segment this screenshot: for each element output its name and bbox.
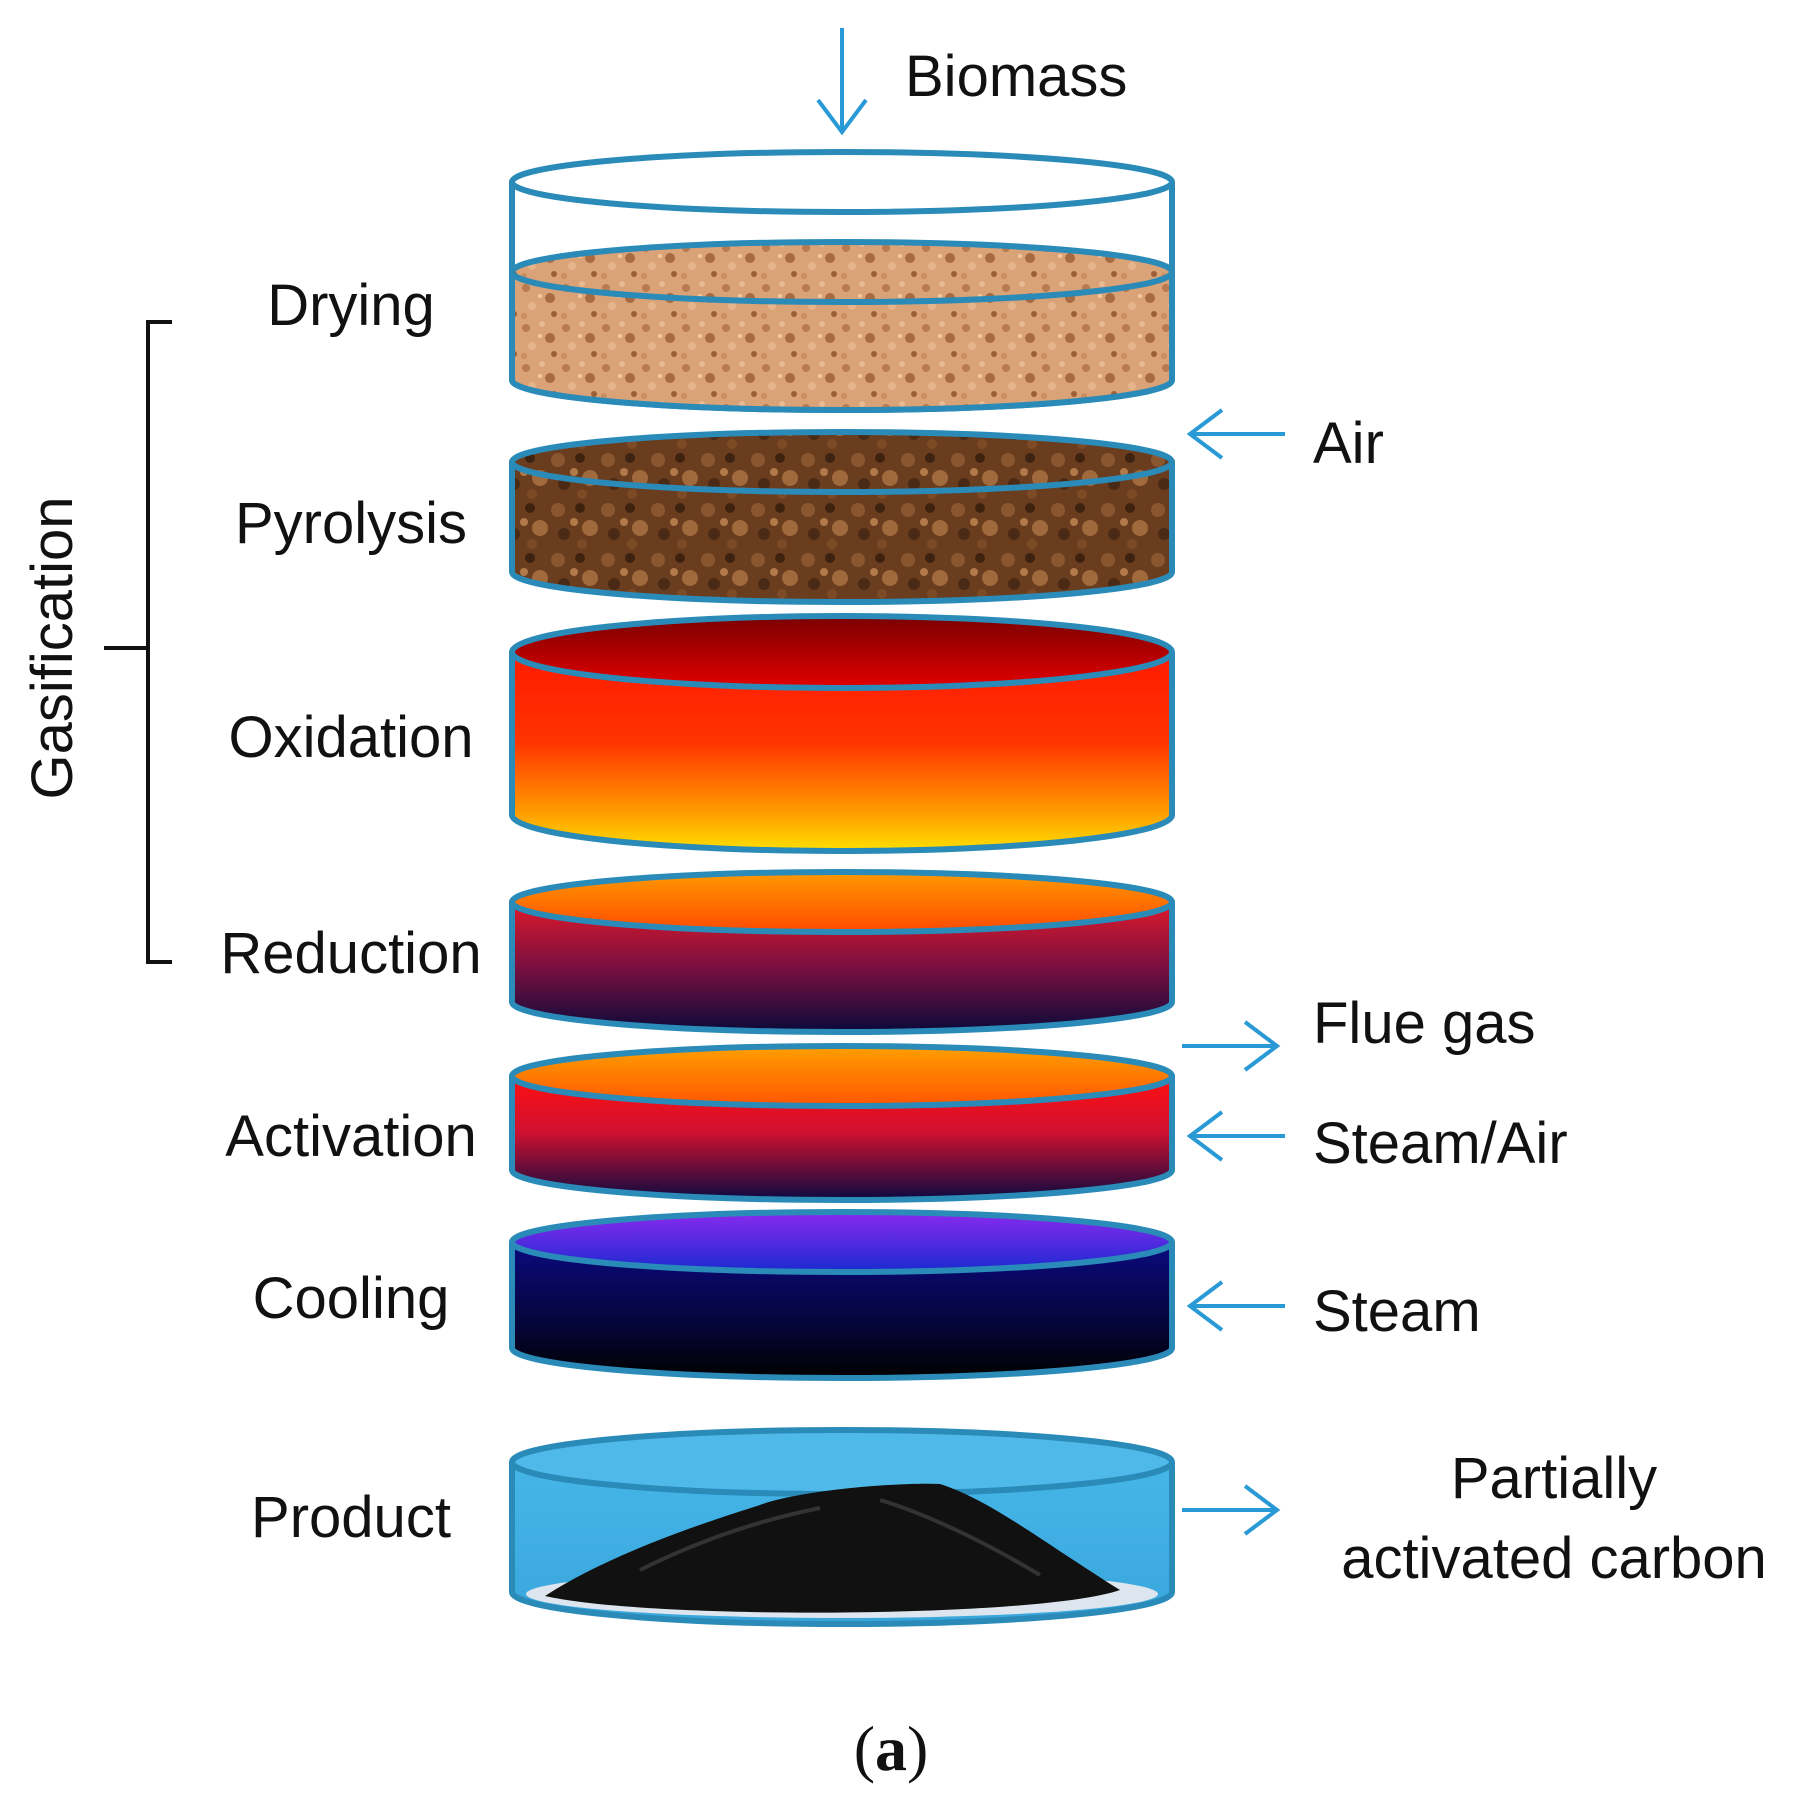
- stage-label-drying: Drying: [267, 273, 435, 338]
- product-label-line2: activated carbon: [1341, 1526, 1767, 1591]
- stage-label-cooling: Cooling: [253, 1266, 450, 1331]
- biomass-label: Biomass: [905, 44, 1127, 109]
- stage-label-activation: Activation: [225, 1104, 476, 1169]
- figure-caption: (a): [854, 1713, 929, 1784]
- stage-label-pyrolysis: Pyrolysis: [235, 491, 467, 556]
- gasification-label: Gasification: [20, 496, 85, 799]
- steam-air-input-arrow: [1186, 1110, 1285, 1162]
- activation-layer: [509, 1043, 1175, 1203]
- reduction-layer: [509, 869, 1175, 1035]
- flue-gas-label: Flue gas: [1313, 991, 1535, 1056]
- cooling-layer: [509, 1209, 1175, 1381]
- steam-air-label: Steam/Air: [1313, 1111, 1568, 1176]
- air-input-arrow: [1186, 408, 1285, 460]
- product-output-arrow: [1182, 1484, 1281, 1536]
- air-label: Air: [1313, 411, 1384, 476]
- steam-label: Steam: [1313, 1279, 1481, 1344]
- flue-gas-output-arrow: [1182, 1020, 1281, 1072]
- gasification-bracket: [104, 320, 172, 964]
- pyrolysis-layer: [509, 429, 1175, 605]
- carbon-pile: [545, 1483, 1120, 1613]
- drying-layer: [509, 149, 1175, 413]
- product-layer: [509, 1427, 1175, 1627]
- stage-label-product: Product: [251, 1485, 451, 1550]
- oxidation-layer: [509, 613, 1175, 854]
- biomass-input-arrow: [816, 28, 868, 136]
- steam-input-arrow: [1186, 1280, 1285, 1332]
- product-label-line1: Partially: [1451, 1446, 1657, 1511]
- stage-label-oxidation: Oxidation: [228, 705, 473, 770]
- stage-label-reduction: Reduction: [220, 921, 481, 986]
